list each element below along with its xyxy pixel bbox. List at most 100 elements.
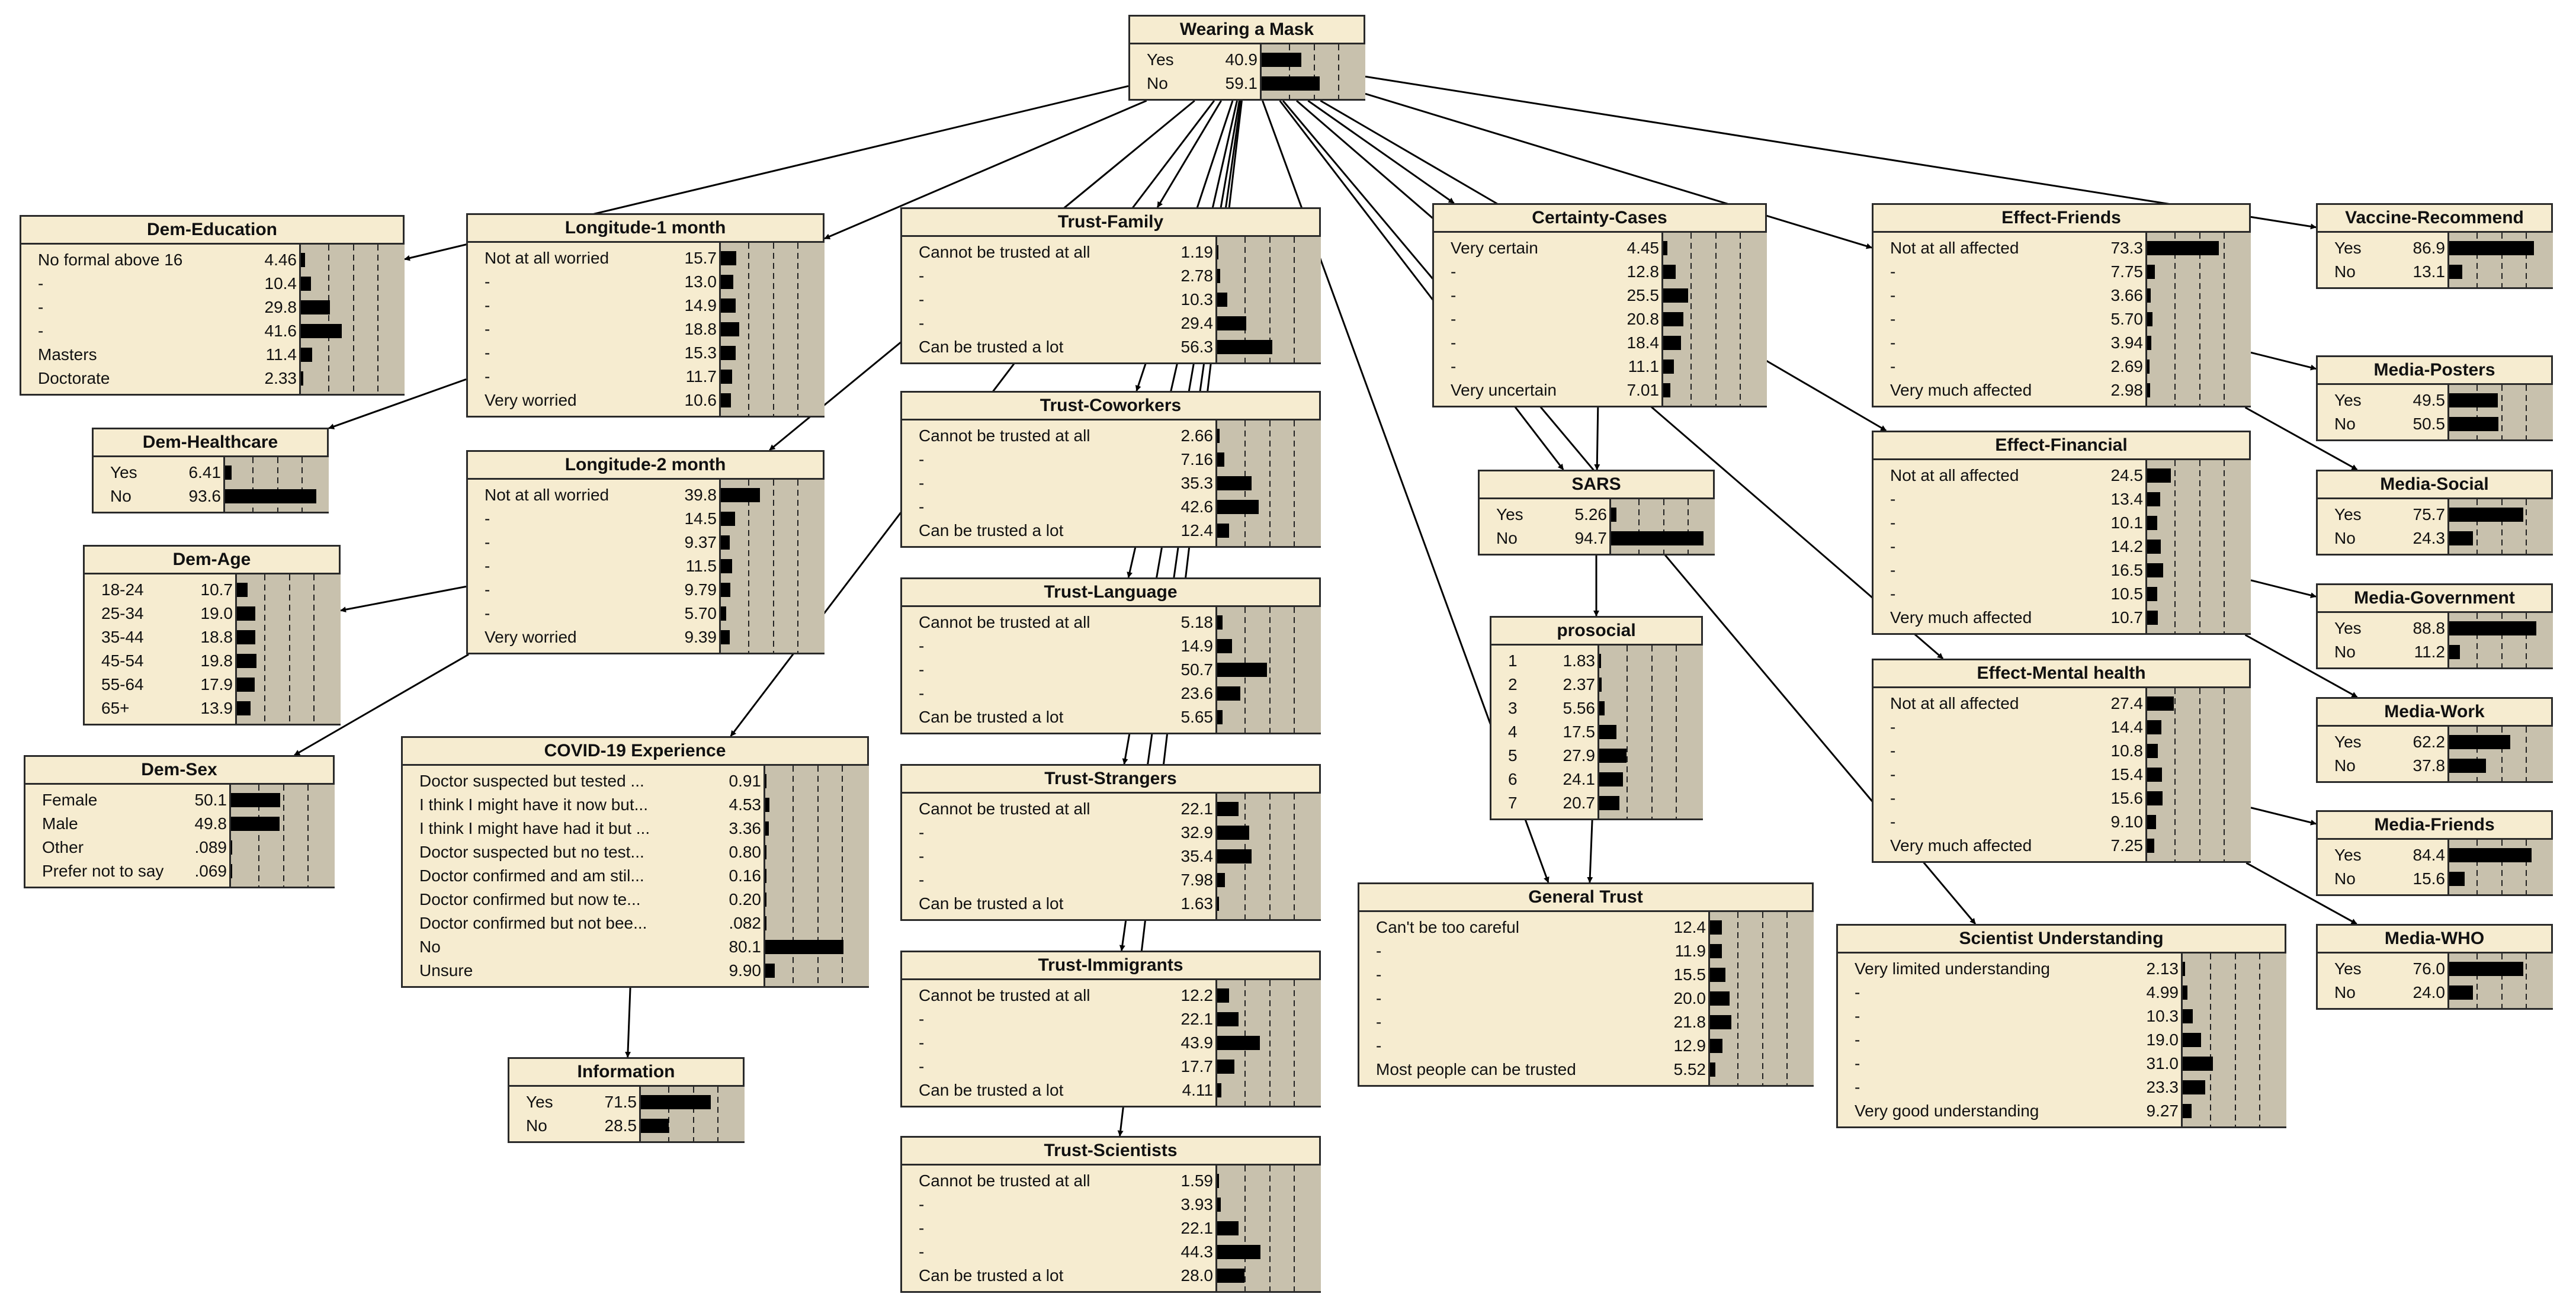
state-probability: 10.3 bbox=[2146, 1007, 2179, 1025]
probability-bar bbox=[1217, 1269, 1245, 1283]
state-probability: 5.65 bbox=[1180, 708, 1214, 726]
edge-pro-to-gtrust bbox=[1587, 820, 1593, 883]
state-label: - bbox=[1890, 513, 1896, 532]
state-label: Yes bbox=[2334, 505, 2362, 524]
belief-bar-panel bbox=[2145, 688, 2251, 861]
state-label: Not at all affected bbox=[1890, 466, 2019, 484]
probability-bar bbox=[1599, 654, 1602, 668]
state-row: -11.1 bbox=[1434, 355, 1769, 378]
probability-bar bbox=[721, 583, 731, 597]
edge-emh-to-mfri bbox=[2250, 807, 2317, 826]
state-probability: 56.3 bbox=[1180, 338, 1214, 356]
state-label: Very worried bbox=[485, 391, 577, 409]
state-row: I think I might have it now but...4.53 bbox=[403, 793, 871, 817]
state-probability: 3.94 bbox=[2110, 333, 2144, 352]
state-row: -7.98 bbox=[902, 868, 1323, 892]
state-probability: 10.5 bbox=[2110, 585, 2144, 603]
probability-bar bbox=[2449, 531, 2474, 545]
state-label: - bbox=[1855, 1007, 1860, 1025]
state-label: No bbox=[2334, 983, 2356, 1001]
edge-cert-to-sars bbox=[1594, 407, 1600, 470]
state-probability: 50.7 bbox=[1180, 660, 1214, 679]
state-probability: 5.56 bbox=[1563, 699, 1596, 717]
state-probability: 19.8 bbox=[200, 651, 233, 670]
state-label: Cannot be trusted at all bbox=[919, 1171, 1090, 1190]
probability-bar bbox=[237, 606, 256, 621]
state-probability: 10.4 bbox=[264, 274, 297, 293]
probability-bar bbox=[1663, 359, 1674, 374]
state-probability: 20.7 bbox=[1563, 794, 1596, 812]
probability-bar bbox=[1599, 772, 1623, 786]
state-label: - bbox=[919, 497, 925, 516]
state-label: - bbox=[1890, 490, 1896, 508]
state-label: - bbox=[1890, 561, 1896, 579]
node-title: General Trust bbox=[1359, 884, 1812, 912]
reference-lines bbox=[258, 785, 309, 887]
state-row: -10.4 bbox=[21, 272, 406, 296]
state-label: 6 bbox=[1508, 770, 1518, 788]
belief-bar-panel bbox=[1708, 912, 1814, 1085]
probability-bar bbox=[1611, 508, 1616, 522]
state-probability: 2.37 bbox=[1563, 675, 1596, 694]
probability-bar bbox=[237, 654, 256, 668]
state-row: -10.5 bbox=[1874, 582, 2253, 606]
state-probability: 0.20 bbox=[729, 890, 762, 908]
state-label: 18-24 bbox=[101, 580, 144, 599]
state-label: - bbox=[1376, 965, 1382, 984]
node-title: Wearing a Mask bbox=[1130, 17, 1364, 44]
state-label: No bbox=[1147, 74, 1168, 92]
state-label: Cannot be trusted at all bbox=[919, 986, 1090, 1004]
state-label: Cannot be trusted at all bbox=[919, 800, 1090, 818]
probability-bar bbox=[2449, 417, 2499, 431]
probability-bar bbox=[1217, 245, 1218, 259]
state-probability: 12.9 bbox=[1673, 1036, 1706, 1055]
state-label: Very good understanding bbox=[1855, 1102, 2039, 1120]
probability-bar bbox=[2449, 645, 2460, 659]
probability-bar bbox=[765, 845, 766, 859]
state-probability: 20.8 bbox=[1627, 310, 1660, 328]
probability-bar bbox=[1217, 269, 1220, 283]
probability-bar bbox=[237, 678, 255, 692]
state-probability: .082 bbox=[729, 914, 762, 932]
state-row: -42.6 bbox=[902, 495, 1323, 519]
probability-bar bbox=[1217, 1198, 1221, 1212]
probability-bar bbox=[1599, 678, 1602, 692]
